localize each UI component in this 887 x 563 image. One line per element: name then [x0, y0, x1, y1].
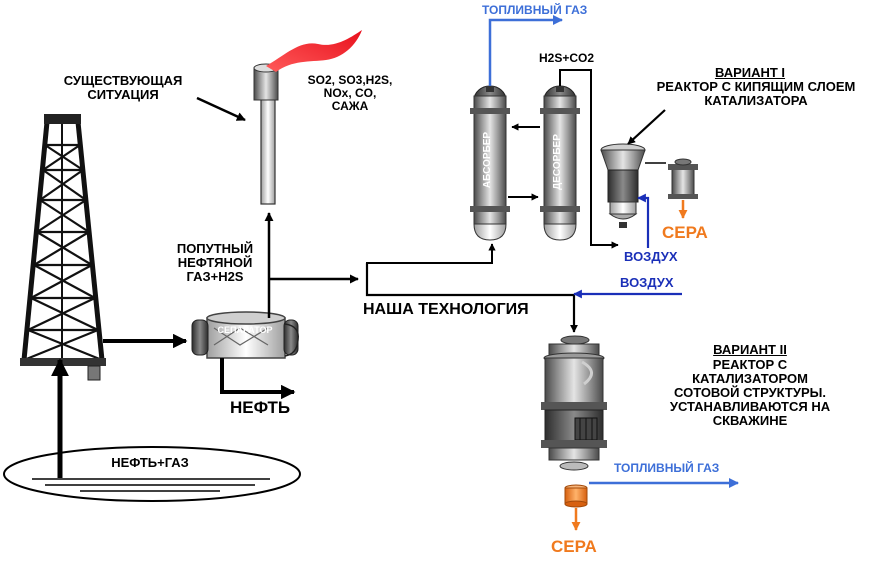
oil-label: НЕФТЬ — [230, 398, 291, 417]
air-label-1: ВОЗДУХ — [624, 249, 678, 264]
sulfur-label-1: СЕРА — [662, 223, 708, 242]
variant2-description: РЕАКТОР С КАТАЛИЗАТОРОМ СОТОВОЙ СТРУКТУР… — [669, 357, 831, 429]
oil-gas-label: НЕФТЬ+ГАЗ — [111, 455, 189, 470]
emissions-label: SO2, SO3,H2S, NOx, CO, САЖА — [307, 73, 393, 113]
absorber-label: АБСОРБЕР — [482, 132, 493, 189]
sulfur-collector-2 — [564, 484, 588, 508]
our-technology-label: НАША ТЕХНОЛОГИЯ — [363, 301, 529, 318]
separator-vessel — [191, 311, 299, 359]
variant1-description: РЕАКТОР С КИПЯЩИМ СЛОЕМ КАТАЛИЗАТОРА — [656, 79, 856, 109]
branch-to-variant2 — [365, 263, 578, 333]
associated-gas-label: ПОПУТНЫЙ НЕФТЯНОЙ ГАЗ+H2S — [176, 241, 254, 285]
h2s-co2-label: H2S+CO2 — [539, 51, 595, 65]
fuel-gas-top-label: ТОПЛИВНЫЙ ГАЗ — [482, 3, 588, 17]
branch-to-absorber — [366, 243, 496, 295]
variant1-pointer — [627, 109, 666, 145]
fuel-gas-top-arrow — [488, 15, 563, 86]
oil-output-arrow — [220, 358, 296, 400]
oil-derrick-icon — [20, 114, 106, 381]
flare-stack-icon — [253, 30, 362, 205]
h2s-co2-line — [559, 69, 619, 249]
reactor-variant1 — [600, 143, 646, 228]
existing-situation-label: СУЩЕСТВУЮЩАЯ СИТУАЦИЯ — [63, 73, 183, 103]
reservoir-ellipse — [3, 446, 301, 502]
sulfur-label-2: СЕРА — [551, 537, 597, 556]
reactor-variant2 — [541, 335, 607, 471]
desorber-label: ДЕСОРБЕР — [552, 134, 563, 190]
existing-situation-pointer — [196, 96, 246, 122]
variant2-title: ВАРИАНТ II — [713, 342, 787, 357]
desorber-column: ДЕСОРБЕР — [540, 85, 580, 241]
variant1-title: ВАРИАНТ I — [714, 65, 786, 80]
fuel-gas-bottom-label: ТОПЛИВНЫЙ ГАЗ — [614, 461, 720, 475]
separator-label: СЕПАРАТОР — [217, 325, 273, 335]
air-to-reactor1 — [637, 193, 650, 248]
air-label-2: ВОЗДУХ — [620, 275, 674, 290]
absorber-column: АБСОРБЕР — [470, 85, 510, 241]
sulfur-condenser-1 — [668, 158, 698, 199]
